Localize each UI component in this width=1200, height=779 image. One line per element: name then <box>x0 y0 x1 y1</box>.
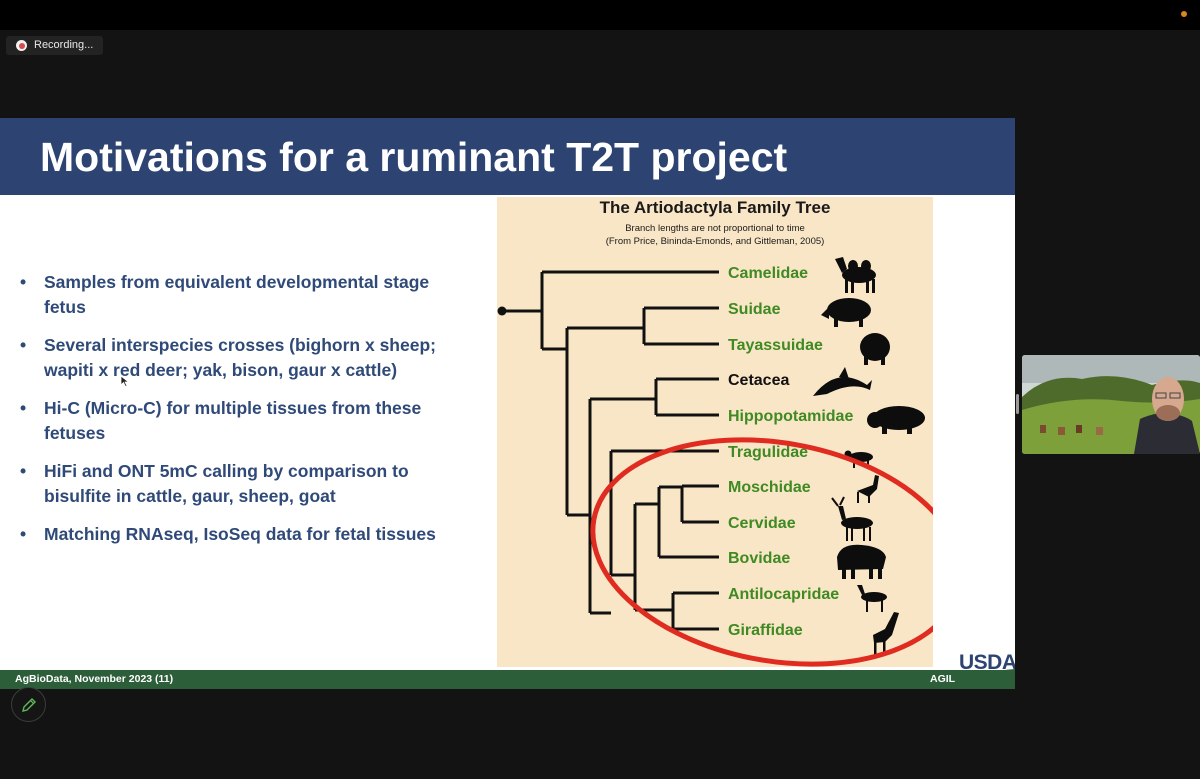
bullet-item: • Hi-C (Micro-C) for multiple tissues fro… <box>20 396 475 446</box>
usda-logo-text: USDA <box>959 651 1015 674</box>
tree-branches <box>502 270 719 631</box>
bullet-text: Hi-C (Micro-C) for multiple tissues from… <box>44 398 422 443</box>
bullet-symbol: • <box>20 398 27 418</box>
bullet-item: • Several interspecies crosses (bighorn x… <box>20 333 475 383</box>
bullet-list: • Samples from equivalent developmental s… <box>20 270 475 560</box>
slide-header: Motivations for a ruminant T2T project <box>0 118 1015 195</box>
bullet-item: • HiFi and ONT 5mC calling by comparison … <box>20 459 475 509</box>
boar-icon <box>821 298 871 327</box>
bullet-item: • Matching RNAseq, IsoSeq data for fetal … <box>20 522 475 547</box>
participant-video-frame <box>1022 355 1200 454</box>
video-panel-resize-handle[interactable] <box>1016 394 1019 414</box>
phylogeny-diagram: Camelidae Suidae Tayassuidae Cetacea Hip… <box>497 257 933 667</box>
bullet-text: Samples from equivalent developmental st… <box>44 272 430 317</box>
highlight-ellipse <box>590 437 933 667</box>
mouse-pointer-icon <box>121 376 129 387</box>
taxon-label-giraffidae: Giraffidae <box>728 622 803 639</box>
bullet-symbol: • <box>20 335 27 355</box>
bullet-symbol: • <box>20 461 27 481</box>
tree-citation: (From Price, Bininda-Emonds, and Gittlem… <box>605 236 825 247</box>
taxon-label-cervidae: Cervidae <box>728 515 796 532</box>
peccary-icon <box>860 333 890 365</box>
bullet-text: Several interspecies crosses (bighorn x … <box>44 335 436 380</box>
window-top-bar <box>0 0 1200 30</box>
taxon-label-hippopotamidae: Hippopotamidae <box>728 408 853 425</box>
taxon-label-cetacea: Cetacea <box>728 372 789 389</box>
status-dot-icon <box>1181 11 1187 17</box>
taxon-label-tayassuidae: Tayassuidae <box>728 337 823 354</box>
bullet-symbol: • <box>20 524 27 544</box>
family-tree-figure: The Artiodactyla Family Tree Branch leng… <box>497 197 933 667</box>
taxon-label-moschidae: Moschidae <box>728 479 811 496</box>
recording-indicator[interactable]: Recording... <box>6 36 104 55</box>
pencil-icon <box>22 698 36 712</box>
bullet-symbol: • <box>20 272 27 292</box>
pronghorn-icon <box>857 585 887 612</box>
slide-footer: AgBioData, November 2023 (11) AGIL <box>0 670 1015 689</box>
musk-deer-icon <box>857 475 879 503</box>
footer-citation: AgBioData, November 2023 (11) <box>15 673 174 685</box>
taxon-label-camelidae: Camelidae <box>728 265 808 282</box>
record-icon <box>16 40 27 51</box>
participant-video[interactable] <box>1022 355 1200 454</box>
taxon-label-bovidae: Bovidae <box>728 550 790 567</box>
taxon-label-antilocapridae: Antilocapridae <box>728 586 839 603</box>
footer-org: AGIL <box>930 673 956 685</box>
annotate-button[interactable] <box>11 687 46 722</box>
giraffe-icon <box>873 612 899 655</box>
hippo-icon <box>867 406 925 434</box>
taxon-label-suidae: Suidae <box>728 301 781 318</box>
tree-subtitle: Branch lengths are not proportional to t… <box>625 223 805 234</box>
recording-label: Recording... <box>34 39 94 51</box>
bullet-text: HiFi and ONT 5mC calling by comparison t… <box>44 461 409 506</box>
bison-icon <box>837 544 886 579</box>
dolphin-icon <box>813 367 872 396</box>
camel-icon <box>835 257 876 293</box>
slide-title: Motivations for a ruminant T2T project <box>40 134 788 180</box>
presentation-slide: Motivations for a ruminant T2T project •… <box>0 118 1015 689</box>
tree-root-node <box>497 306 507 316</box>
animal-silhouettes <box>813 257 925 655</box>
bullet-item: • Samples from equivalent developmental s… <box>20 270 475 320</box>
deer-icon <box>831 496 873 541</box>
taxon-label-tragulidae: Tragulidae <box>728 444 808 461</box>
bullet-text: Matching RNAseq, IsoSeq data for fetal t… <box>44 524 436 544</box>
tree-title: The Artiodactyla Family Tree <box>599 198 831 217</box>
